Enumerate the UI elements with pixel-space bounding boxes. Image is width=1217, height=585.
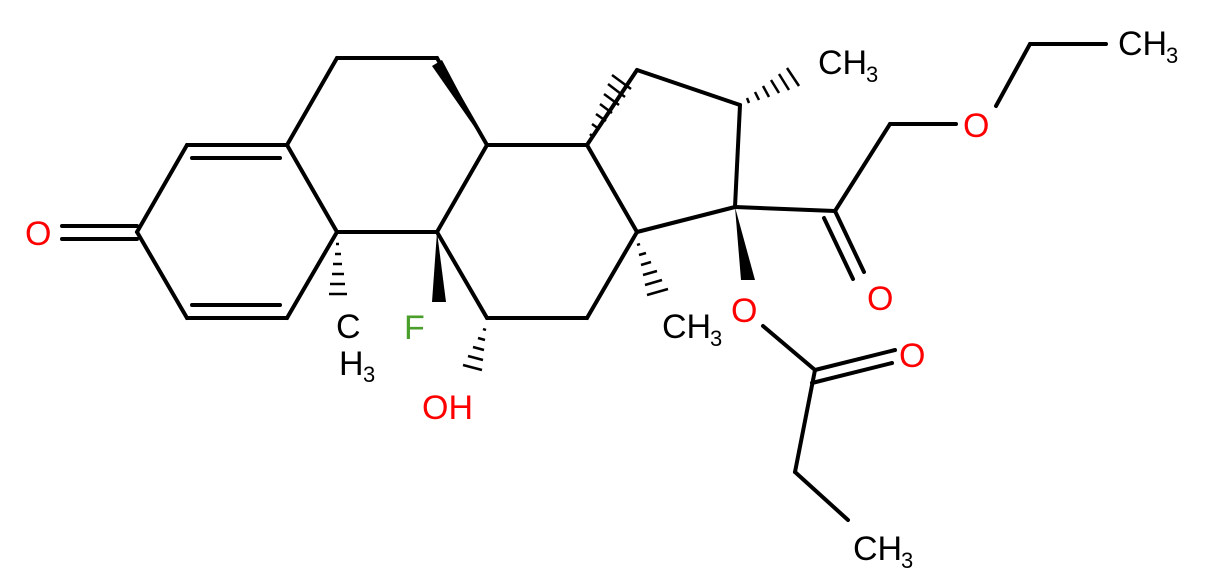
bond-c5-c6 [285, 56, 339, 147]
bond-c-ch2 [793, 368, 817, 474]
bond-c8-c9 [435, 143, 489, 234]
svg-text:3: 3 [866, 62, 878, 87]
propionyl-methyl-label: CH 3 [853, 530, 913, 573]
svg-text:CH: CH [662, 308, 711, 346]
hash-c14-h [589, 73, 632, 138]
bond-o-ether-ch2 [994, 42, 1032, 108]
wedge-c8-h [432, 60, 487, 145]
bond-c20-o-double [822, 216, 855, 281]
svg-text:3: 3 [901, 548, 913, 573]
bond-c17-c20 [733, 205, 837, 213]
bond-c17-c13 [635, 205, 737, 234]
bond-c14-c15 [585, 68, 639, 147]
svg-text:CH: CH [818, 44, 867, 82]
svg-text:CH: CH [1118, 25, 1167, 63]
hash-c16-ch3 [745, 67, 801, 104]
hash-c10-ch3 [329, 242, 347, 296]
ethyl-methyl-label: CH 3 [1118, 25, 1178, 68]
bond-c20-o [833, 209, 866, 274]
methyl-c13-label: CH 3 [662, 308, 722, 351]
bond-c13-c12 [585, 230, 639, 320]
bond-c20-c21 [833, 122, 892, 213]
wedge-c9-f [432, 232, 446, 302]
methyl-c16-label: CH 3 [818, 44, 878, 87]
bond-ch2-ch3-ester [793, 470, 850, 522]
svg-text:3: 3 [710, 326, 722, 351]
bond-c3-c4 [135, 143, 189, 234]
svg-text:3: 3 [363, 362, 375, 387]
bond-c-o-carbonyl-double [810, 361, 894, 385]
bond-c10-c1 [285, 230, 339, 320]
ether-oxygen-label: O [963, 107, 989, 145]
ester-carbonyl-oxygen-label: O [899, 337, 925, 375]
bond-c5-c10 [285, 143, 339, 234]
ketone-oxygen-label: O [25, 215, 51, 253]
fluorine-label: F [404, 309, 425, 347]
bond-c11-c9 [435, 230, 489, 320]
hash-c11-oh [462, 327, 487, 372]
svg-text:C: C [336, 308, 361, 346]
wedge-c17-o [735, 207, 755, 280]
bond-lines [60, 42, 1108, 522]
svg-text:3: 3 [1166, 43, 1178, 68]
bond-o-ester-c [761, 324, 817, 372]
bond-c14-c13 [585, 143, 639, 234]
bond-c16-c17 [733, 103, 742, 209]
c20-carbonyl-oxygen-label: O [867, 280, 893, 318]
atom-labels: O F OH C H 3 CH 3 CH 3 O CH 3 O O O CH 3 [25, 25, 1178, 573]
bond-c2-c3 [135, 230, 189, 320]
bond-c15-c16 [635, 68, 742, 107]
methyl-c10-label: C H 3 [336, 308, 375, 387]
svg-text:H: H [339, 345, 364, 383]
svg-text:CH: CH [853, 530, 902, 568]
stereo-bonds [329, 60, 801, 372]
ester-oxygen-label: O [731, 292, 757, 330]
bond-c-o-carbonyl [813, 348, 897, 372]
hydroxyl-label: OH [422, 389, 473, 427]
hash-c13-ch3 [636, 242, 669, 297]
